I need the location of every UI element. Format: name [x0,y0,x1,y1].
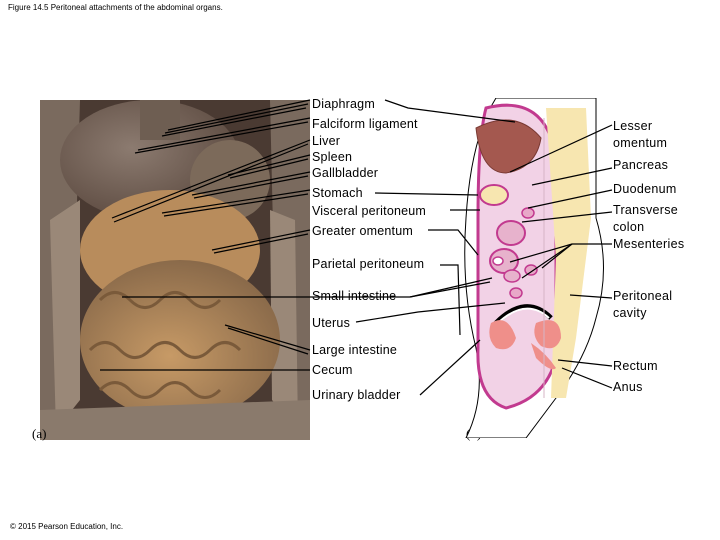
label-large-intestine: Large intestine [312,343,398,357]
label-uterus: Uterus [312,316,351,330]
label-spleen: Spleen [312,150,353,164]
label-pancreas: Pancreas [613,158,669,172]
label-mesenteries: Mesenteries [613,237,685,251]
label-parietal-peritoneum: Parietal peritoneum [312,257,425,271]
label-small-intestine: Small intestine [312,289,397,303]
figure-caption: Figure 14.5 Peritoneal attachments of th… [8,3,223,12]
label-diaphragm: Diaphragm [312,97,375,111]
label-anus: Anus [613,380,643,394]
panel-label-a: (a) [32,426,47,441]
label-duodenum: Duodenum [613,182,677,196]
label-liver: Liver [312,134,341,148]
label-lesser-omentum: Lesser omentum [613,119,668,150]
label-cecum: Cecum [312,363,353,377]
cadaver-photo [40,100,310,440]
label-urinary-bladder: Urinary bladder [312,388,401,402]
label-visceral-peritoneum: Visceral peritoneum [312,204,427,218]
label-rectum: Rectum [613,359,658,373]
sagittal-diagram [464,98,604,438]
label-peritoneal-cavity: Peritoneal cavity [613,289,673,320]
label-falciform-ligament: Falciform ligament [312,117,418,131]
label-greater-omentum: Greater omentum [312,224,413,238]
copyright-notice: © 2015 Pearson Education, Inc. [10,522,124,531]
label-stomach: Stomach [312,186,363,200]
label-gallbladder: Gallbladder [312,166,379,180]
label-transverse-colon: Transverse colon [613,203,679,234]
